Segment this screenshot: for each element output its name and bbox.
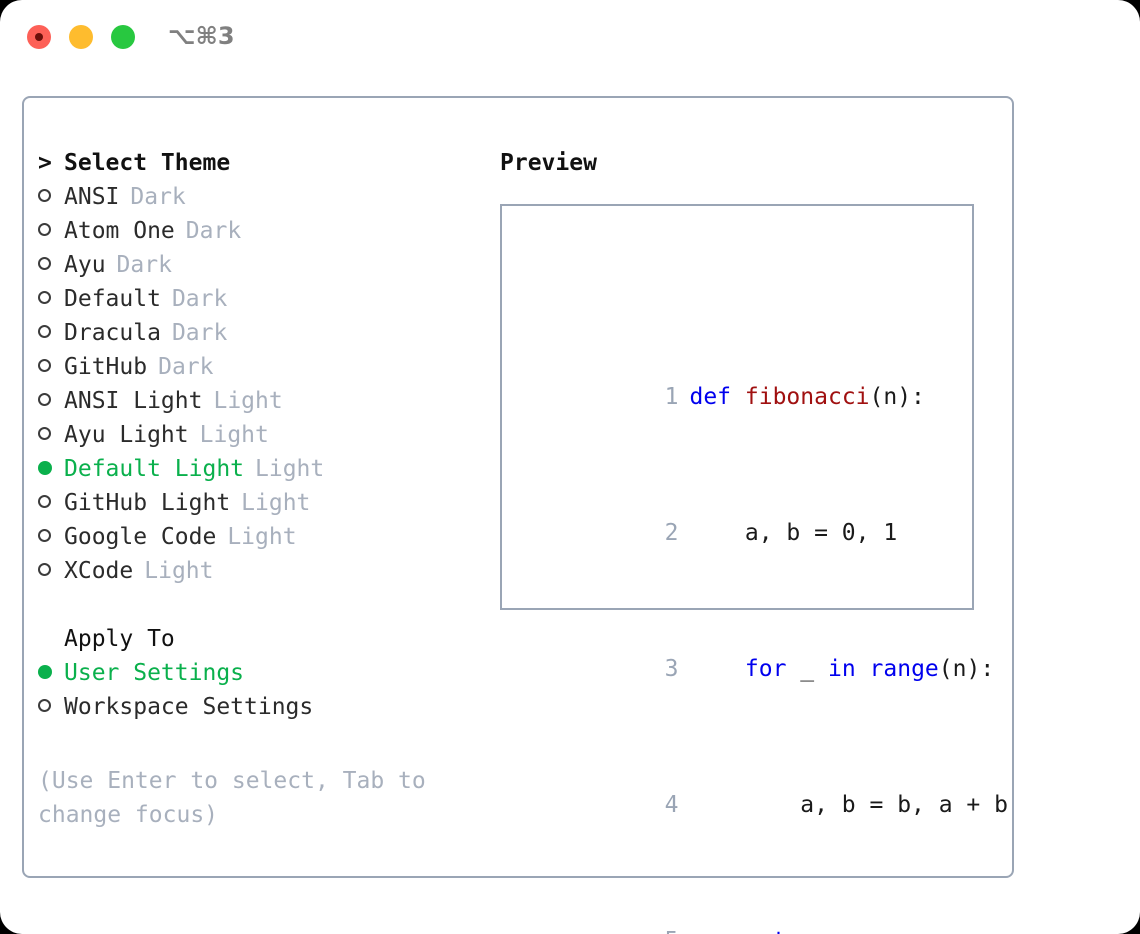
code-token: [689, 656, 744, 682]
theme-name: XCode: [64, 558, 134, 584]
caret-icon: >: [38, 150, 52, 176]
radio-selected-icon[interactable]: [38, 452, 64, 486]
theme-kind: Dark: [185, 218, 242, 244]
preview-title: Preview: [500, 150, 597, 176]
radio-unselected-icon[interactable]: [38, 486, 64, 520]
radio-unselected-icon[interactable]: [38, 690, 64, 724]
radio-unselected-icon[interactable]: [38, 554, 64, 588]
theme-item-ansi[interactable]: ANSI Dark: [38, 180, 478, 214]
code-token: fibonacci: [744, 384, 870, 410]
line-number: 3: [664, 656, 679, 682]
apply-to-user-settings[interactable]: User Settings: [38, 656, 478, 690]
radio-selected-icon[interactable]: [38, 656, 64, 690]
theme-item-ayu[interactable]: Ayu Dark: [38, 248, 478, 282]
maximize-button-icon[interactable]: [111, 25, 135, 49]
apply-to-workspace-settings[interactable]: Workspace Settings: [38, 690, 478, 724]
theme-item-atom-one[interactable]: Atom One Dark: [38, 214, 478, 248]
apply-to-label: Apply To: [64, 626, 175, 652]
theme-kind: Light: [199, 422, 269, 448]
theme-item-github-light[interactable]: GitHub Light Light: [38, 486, 478, 520]
code-token: [731, 384, 745, 410]
code-token: in: [827, 656, 856, 682]
radio-unselected-icon[interactable]: [38, 520, 64, 554]
theme-name: Google Code: [64, 524, 217, 550]
select-theme-label: Select Theme: [64, 150, 231, 176]
radio-unselected-icon[interactable]: [38, 316, 64, 350]
select-theme-header: > Select Theme: [38, 146, 478, 180]
theme-kind: Light: [227, 524, 297, 550]
theme-item-google-code[interactable]: Google Code Light: [38, 520, 478, 554]
list-spacer: [38, 588, 478, 622]
line-number: 2: [664, 520, 679, 546]
theme-kind: Light: [255, 456, 325, 482]
code-line: 5 return a: [514, 890, 1036, 934]
apply-to-option-label: User Settings: [64, 660, 245, 686]
theme-item-ansi-light[interactable]: ANSI Light Light: [38, 384, 478, 418]
traffic-lights: [27, 25, 135, 49]
code-line: 1 def fibonacci(n):: [514, 346, 1036, 410]
radio-unselected-icon[interactable]: [38, 418, 64, 452]
theme-item-xcode[interactable]: XCode Light: [38, 554, 478, 588]
theme-name: ANSI Light: [64, 388, 203, 414]
keyboard-hint-text: (Use Enter to select, Tab to change focu…: [38, 768, 426, 828]
preview-section: Preview: [500, 146, 1000, 180]
theme-kind: Dark: [171, 320, 228, 346]
theme-item-default[interactable]: Default Dark: [38, 282, 478, 316]
theme-picker-list: > Select Theme ANSI Dark Atom One Dark A…: [38, 146, 478, 724]
apply-to-header: Apply To: [38, 622, 478, 656]
minimize-button-icon[interactable]: [69, 25, 93, 49]
theme-kind: Light: [144, 558, 214, 584]
theme-kind: Dark: [116, 252, 172, 278]
theme-kind: Dark: [130, 184, 186, 210]
code-token: for: [744, 656, 787, 682]
code-token: a: [828, 928, 856, 934]
line-number: 4: [664, 792, 679, 818]
radio-unselected-icon[interactable]: [38, 214, 64, 248]
radio-unselected-icon[interactable]: [38, 282, 64, 316]
code-token: (n):: [938, 656, 995, 682]
code-token: a, b = b, a + b: [689, 792, 1008, 818]
title-bar: ⌥⌘3: [0, 0, 1140, 78]
theme-name: Ayu Light: [64, 422, 189, 448]
radio-unselected-icon[interactable]: [38, 350, 64, 384]
code-token: return: [745, 928, 828, 934]
theme-item-ayu-light[interactable]: Ayu Light Light: [38, 418, 478, 452]
apply-to-option-label: Workspace Settings: [64, 694, 314, 720]
radio-unselected-icon[interactable]: [38, 248, 64, 282]
radio-unselected-icon[interactable]: [38, 180, 64, 214]
main-panel: > Select Theme ANSI Dark Atom One Dark A…: [22, 96, 1014, 934]
theme-kind: Light: [213, 388, 283, 414]
theme-name: Default: [64, 286, 161, 312]
theme-item-default-light[interactable]: Default Light Light: [38, 452, 478, 486]
code-token: def: [689, 384, 732, 410]
window-title: ⌥⌘3: [168, 22, 235, 50]
theme-name: ANSI: [64, 184, 120, 210]
theme-name: Ayu: [64, 252, 106, 278]
theme-name: GitHub: [64, 354, 148, 380]
theme-kind: Dark: [158, 354, 214, 380]
code-token: _: [786, 656, 828, 682]
radio-unselected-icon[interactable]: [38, 384, 64, 418]
code-token: a, b = 0, 1: [689, 520, 898, 546]
theme-name: GitHub Light: [64, 490, 231, 516]
code-token: [689, 928, 744, 934]
theme-name: Default Light: [64, 456, 245, 482]
theme-item-github[interactable]: GitHub Dark: [38, 350, 478, 384]
code-token: [856, 656, 870, 682]
theme-item-dracula[interactable]: Dracula Dark: [38, 316, 478, 350]
line-number: 5: [652, 924, 679, 934]
code-token: range: [869, 656, 939, 682]
code-token: (n):: [869, 384, 925, 410]
code-line: 3 for _ in range(n):: [514, 618, 1036, 682]
theme-name: Dracula: [64, 320, 161, 346]
code-line: 2 a, b = 0, 1: [514, 482, 1036, 546]
theme-kind: Light: [241, 490, 311, 516]
close-button-icon[interactable]: [27, 25, 51, 49]
theme-kind: Dark: [171, 286, 228, 312]
line-number: 1: [664, 384, 679, 410]
code-line: 4 a, b = b, a + b: [514, 754, 1036, 818]
theme-name: Atom One: [64, 218, 175, 244]
